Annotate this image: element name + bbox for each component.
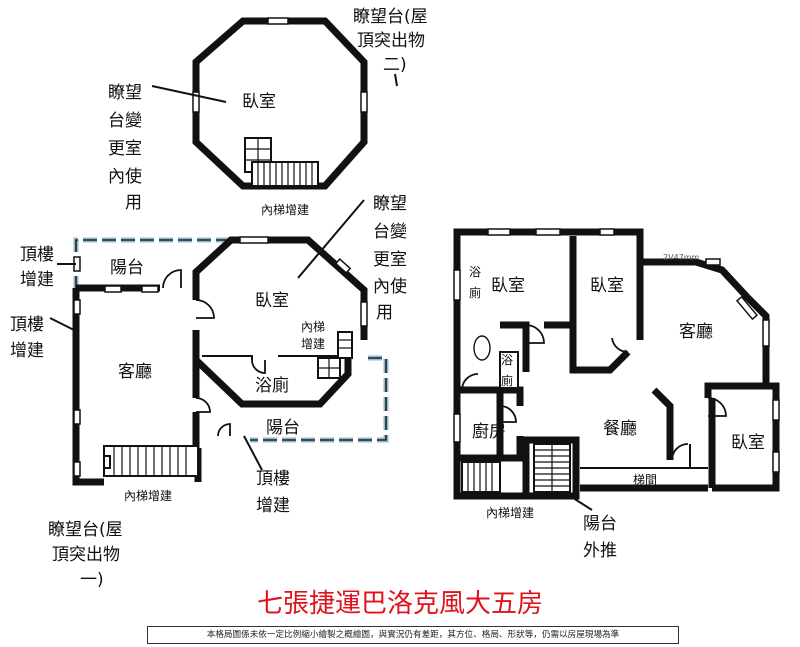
rooftop-addition-2-line-2: 增建 xyxy=(10,341,44,361)
stair-small-line-1: 內梯 xyxy=(301,320,325,334)
callout-change-line-1: 瞭望 xyxy=(373,194,407,214)
wall xyxy=(712,382,780,492)
rooftop-addition-1-line-1: 頂樓 xyxy=(20,245,54,265)
stair-label: 內梯增建 xyxy=(124,489,172,503)
callout-name-line-1: 瞭望台(屋 xyxy=(48,520,123,540)
callout-change-line-5: 用 xyxy=(125,193,142,213)
stair-bottom xyxy=(103,445,199,477)
rooftop-addition-2-line-1: 頂樓 xyxy=(10,315,44,335)
rooftop-addition-dash xyxy=(73,237,238,290)
room-label-kitchen: 廚房 xyxy=(472,421,506,442)
callout-change-line-3: 更室 xyxy=(108,139,142,159)
wall xyxy=(573,228,644,262)
door xyxy=(461,373,479,391)
door xyxy=(217,423,231,437)
balcony-push-line-1: 陽台 xyxy=(583,514,617,534)
balcony-push-box xyxy=(522,436,580,500)
left-plan: 頂樓 增建 頂樓 增建 陽台 客廳 臥室 浴廁 陽台 內梯 增建 瞭望 台變 更… xyxy=(10,194,407,590)
door xyxy=(162,269,182,289)
stair-label: 內梯增建 xyxy=(261,203,309,217)
wall xyxy=(500,436,524,462)
room-label-stair-hall: 梯間 xyxy=(633,473,657,487)
wall xyxy=(192,236,368,340)
room-label-bedroom-1: 臥室 xyxy=(491,276,525,296)
callout-name-line-2: 頂突出物 xyxy=(357,31,425,51)
door xyxy=(251,359,266,374)
callout-name-line-2: 頂突出物 xyxy=(52,545,120,565)
top-octagon-plan: 臥室 內梯增建 瞭望台(屋 頂突出物 二) 瞭望 台變 更室 內使 用 xyxy=(108,7,428,217)
door xyxy=(671,443,689,461)
callout-change-line-4: 內使 xyxy=(108,166,142,187)
balcony-push-line-2: 外推 xyxy=(583,541,617,561)
callout-change-line-1: 瞭望 xyxy=(108,83,142,103)
room-label-living-room: 客廳 xyxy=(118,362,152,382)
wall xyxy=(453,228,573,500)
stair-label: 內梯增建 xyxy=(486,506,534,520)
room-label-bedroom-3: 臥室 xyxy=(731,433,765,453)
bath-label-line-2: 廁 xyxy=(469,285,481,300)
door xyxy=(499,405,517,423)
wall xyxy=(569,236,631,374)
wall xyxy=(193,342,352,408)
bath-label-line-1: 浴 xyxy=(469,265,481,279)
room-label-bathroom: 浴廁 xyxy=(255,375,289,396)
room-label-bedroom: 臥室 xyxy=(242,92,276,112)
rooftop-addition-1-line-2: 增建 xyxy=(20,270,54,290)
bath-small-line-1: 浴 xyxy=(501,353,513,367)
octagon-wall xyxy=(192,17,368,190)
right-plan: 浴 廁 臥室 臥室 客廳 浴 廁 廚房 餐廳 臥室 梯間 2V47mm 內梯增建… xyxy=(453,228,780,561)
callout-name-line-3: 二) xyxy=(383,55,407,75)
rooftop-addition-3-line-1: 頂樓 xyxy=(256,469,290,489)
callout-change-line-2: 台變 xyxy=(373,222,407,242)
door xyxy=(195,397,211,413)
room-label-dining-room: 餐廳 xyxy=(603,419,637,439)
callout-name-line-3: 一) xyxy=(80,570,104,590)
room-label-living-room: 客廳 xyxy=(679,322,713,342)
wall xyxy=(457,386,504,462)
callout-change-line-3: 更室 xyxy=(373,250,407,270)
room-label-balcony-top: 陽台 xyxy=(110,258,144,278)
wall xyxy=(72,288,104,486)
callout-name-line-1: 瞭望台(屋 xyxy=(353,7,428,27)
disclaimer: 本格局圖係未依一定比例縮小繪製之概繪圖，與實況仍有差距，其方位、格局、形狀等，仍… xyxy=(147,626,679,644)
bath-small-line-2: 廁 xyxy=(501,373,513,388)
door xyxy=(525,324,545,344)
callout-change-line-2: 台變 xyxy=(108,111,142,131)
window xyxy=(360,91,368,113)
callout-change-line-5: 用 xyxy=(376,303,393,323)
door xyxy=(611,337,629,353)
door xyxy=(195,299,215,319)
room-label-bedroom: 臥室 xyxy=(255,291,289,311)
window xyxy=(192,91,200,113)
wall xyxy=(651,387,674,460)
wall xyxy=(500,386,524,406)
callout-change-line-4: 內使 xyxy=(373,276,407,297)
door xyxy=(707,397,727,417)
window xyxy=(267,17,289,25)
room-label-bedroom-2: 臥室 xyxy=(590,276,624,296)
rooftop-addition-3-line-2: 增建 xyxy=(256,496,290,516)
dimension-note: 2V47mm xyxy=(663,253,700,262)
stair-run xyxy=(251,161,319,187)
page-title: 七張捷運巴洛克風大五房 xyxy=(257,589,543,619)
room-label-balcony-bottom: 陽台 xyxy=(266,418,300,438)
stair-small-line-2: 增建 xyxy=(301,337,325,351)
